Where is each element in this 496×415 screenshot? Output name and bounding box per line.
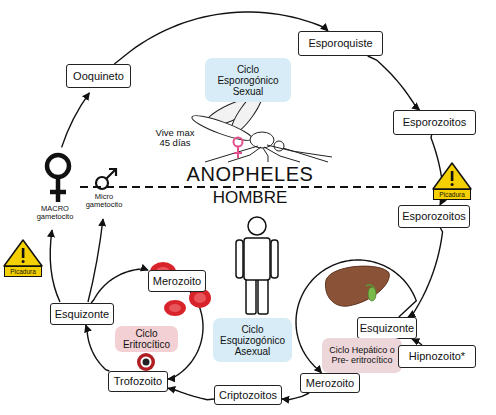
cycle-arrow: [368, 56, 420, 110]
liver-illustration: [366, 285, 375, 298]
cycle-box: Ciclo Eritrocítico: [115, 326, 178, 352]
infected-cell: [143, 359, 150, 366]
human-figure: [258, 276, 268, 314]
node-text: Esporoquiste: [308, 37, 372, 49]
infected-cell: [141, 357, 152, 368]
female-symbol: [50, 190, 66, 195]
node-text: Ooquineto: [73, 70, 124, 82]
human-figure: [248, 217, 266, 235]
cycle-arrow: [114, 12, 328, 64]
stage-box: Merozoito: [300, 373, 360, 393]
mosquito-head: [274, 141, 284, 151]
gametocyte-arrow: [88, 219, 103, 302]
red-blood-cell: [164, 300, 186, 316]
cycle-arrow: [431, 135, 444, 205]
node-text: Hipnozoito*: [409, 350, 465, 362]
cycle-arrow: [91, 269, 148, 303]
warning-sign: [451, 183, 454, 186]
gametocyte-arrow: [50, 230, 60, 302]
female-symbol: [47, 155, 69, 202]
stage-box: Esquizonte: [357, 317, 417, 339]
human-figure: [244, 238, 270, 280]
cycle-arrow: [168, 388, 214, 399]
male-symbol: [109, 169, 116, 176]
female-symbol: [234, 138, 243, 159]
stage-box: Trofozoito: [108, 371, 168, 392]
stage-box: Ooquineto: [66, 64, 131, 88]
human-figure: [246, 276, 256, 314]
mosquito-leg: [205, 146, 258, 162]
stage-box: Esporoquiste: [298, 31, 383, 56]
node-text: Esporozoitos: [403, 116, 467, 128]
stage-box: Criptozoitos: [214, 385, 282, 405]
female-symbol: [56, 177, 61, 202]
lifespan-note: Vive max 45 días: [150, 128, 200, 149]
node-text: Ciclo Esquizogónico Asexual: [218, 324, 287, 357]
red-blood-cell: [194, 293, 206, 303]
host-divider: [80, 186, 430, 188]
female-symbol: [234, 152, 242, 154]
warning-sign: [4, 240, 42, 266]
stage-box: Esporozoitos: [393, 110, 476, 135]
mosquito-leg: [263, 148, 268, 162]
female-symbol: [237, 147, 239, 159]
warning-label: Picadura: [4, 266, 42, 277]
warning-sign: [433, 163, 471, 189]
stage-box: Esporozoitos: [398, 205, 470, 228]
host-name: ANOPHELES: [160, 163, 340, 185]
cycle-box: Ciclo Esporogónico Sexual: [205, 58, 291, 102]
node-text: Ciclo Hepático o Pre- eritrocítico: [327, 346, 397, 366]
female-symbol: [234, 138, 243, 147]
stage-box: Esquizonte: [50, 303, 114, 325]
stage-label: MACRO gametocito: [28, 205, 82, 222]
human-figure: [236, 217, 278, 314]
node-text: Trofozoito: [114, 375, 163, 387]
cycle-box: Ciclo Hepático o Pre- eritrocítico: [322, 338, 402, 373]
liver-illustration: [326, 266, 390, 306]
infected-cell: [137, 353, 155, 371]
node-text: Merozoito: [306, 377, 354, 389]
cycle-arrow: [86, 325, 110, 371]
warning-sign: [4, 240, 42, 266]
warning-sign: [451, 171, 454, 181]
cycle-arc: [62, 93, 90, 148]
warning-label: Picadura: [433, 189, 471, 200]
mosquito-thorax: [250, 132, 274, 148]
node-text: Ciclo Eritrocítico: [120, 328, 173, 350]
warning-sign: [22, 260, 25, 263]
node-text: Esquizonte: [360, 322, 414, 334]
cycle-arrow: [282, 393, 309, 400]
host-name: HOMBRE: [195, 189, 305, 208]
stage-label: Micro gametocito: [82, 193, 126, 210]
male-symbol: [96, 177, 108, 189]
node-text: Ciclo Esporogónico Sexual: [210, 64, 286, 97]
red-blood-cell: [169, 304, 181, 312]
liver-illustration: [326, 266, 390, 306]
human-figure: [271, 240, 278, 278]
mosquito-leg: [228, 147, 261, 162]
node-text: Merozoito: [153, 275, 201, 287]
red-blood-cell: [137, 262, 211, 371]
mosquito-proboscis: [283, 148, 328, 162]
stage-box: Merozoito: [148, 270, 206, 292]
stage-box: Hipnozoito*: [398, 345, 476, 368]
mosquito-leg: [267, 145, 332, 157]
node-text: Esquizonte: [55, 308, 109, 320]
male-symbol: [96, 169, 116, 189]
human-figure: [236, 240, 243, 278]
warning-sign: [433, 163, 471, 189]
male-symbol: [106, 170, 115, 179]
warning-sign: [22, 248, 25, 258]
cycle-box: Ciclo Esquizogónico Asexual: [213, 318, 292, 362]
mosquito-abdomen: [190, 111, 254, 144]
node-text: Esporozoitos: [402, 210, 466, 222]
female-symbol: [47, 155, 69, 177]
node-text: Criptozoitos: [219, 389, 277, 401]
gallbladder: [368, 287, 376, 301]
mosquito-leg: [264, 147, 300, 162]
